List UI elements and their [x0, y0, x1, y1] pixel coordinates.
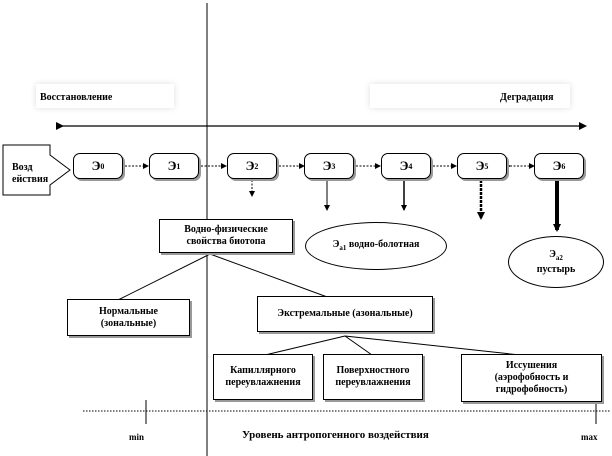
- bog-ecosystem-ellipse: Эa1 водно-болотная: [305, 222, 447, 270]
- hydro-box-line1: Водно-физические: [184, 224, 268, 235]
- extreme-azonal-box: Экстремальные (азональные): [257, 296, 433, 332]
- tree-line-capillary: [264, 335, 346, 356]
- entry-label-line2: ействия: [12, 174, 49, 185]
- axis-max-label: max: [581, 432, 598, 442]
- drying-line1: Иссушения: [505, 360, 558, 371]
- restoration-banner: [36, 84, 174, 108]
- entry-label: Возд ействия: [12, 162, 48, 186]
- drying-line2: (аэрофобность и: [494, 372, 569, 383]
- axis-title: Уровень антропогенного воздействия: [242, 429, 429, 441]
- capillary-waterlogging-box: Капиллярного переувлажнения: [213, 354, 313, 400]
- extreme-box-label: Экстремальные (азональные): [277, 308, 413, 319]
- tree-line-extreme: [209, 253, 331, 299]
- degradation-label: Деградация: [500, 92, 554, 103]
- restoration-label: Восстановление: [40, 92, 113, 103]
- tree-line-surface: [344, 335, 373, 356]
- capillary-line2: переувлажнения: [225, 377, 301, 388]
- drying-box: Иссушения (аэрофобность и гидрофобность): [461, 354, 602, 402]
- entry-arrow-shape: [2, 144, 71, 196]
- axis-min-label: min: [129, 432, 145, 442]
- capillary-line1: Капиллярного: [230, 365, 296, 376]
- degradation-banner: [370, 84, 570, 108]
- hydro-physical-box: Водно-физические свойства биотопа: [159, 219, 293, 253]
- tree-line-normal: [117, 253, 211, 301]
- surface-waterlogging-box: Поверхностного переувлажнения: [323, 354, 423, 400]
- surface-line2: переувлажнения: [335, 377, 411, 388]
- normal-box-line1: Нормальные: [99, 305, 158, 317]
- normal-zonal-box: Нормальные (зональные): [67, 299, 190, 336]
- entry-label-line1: Возд: [12, 162, 33, 173]
- surface-line1: Поверхностного: [336, 365, 410, 376]
- tree-line-drying: [344, 335, 521, 356]
- drying-line3: гидрофобность): [495, 384, 568, 395]
- normal-box-line2: (зональные): [100, 317, 157, 329]
- hydro-box-line2: свойства биотопа: [186, 236, 266, 247]
